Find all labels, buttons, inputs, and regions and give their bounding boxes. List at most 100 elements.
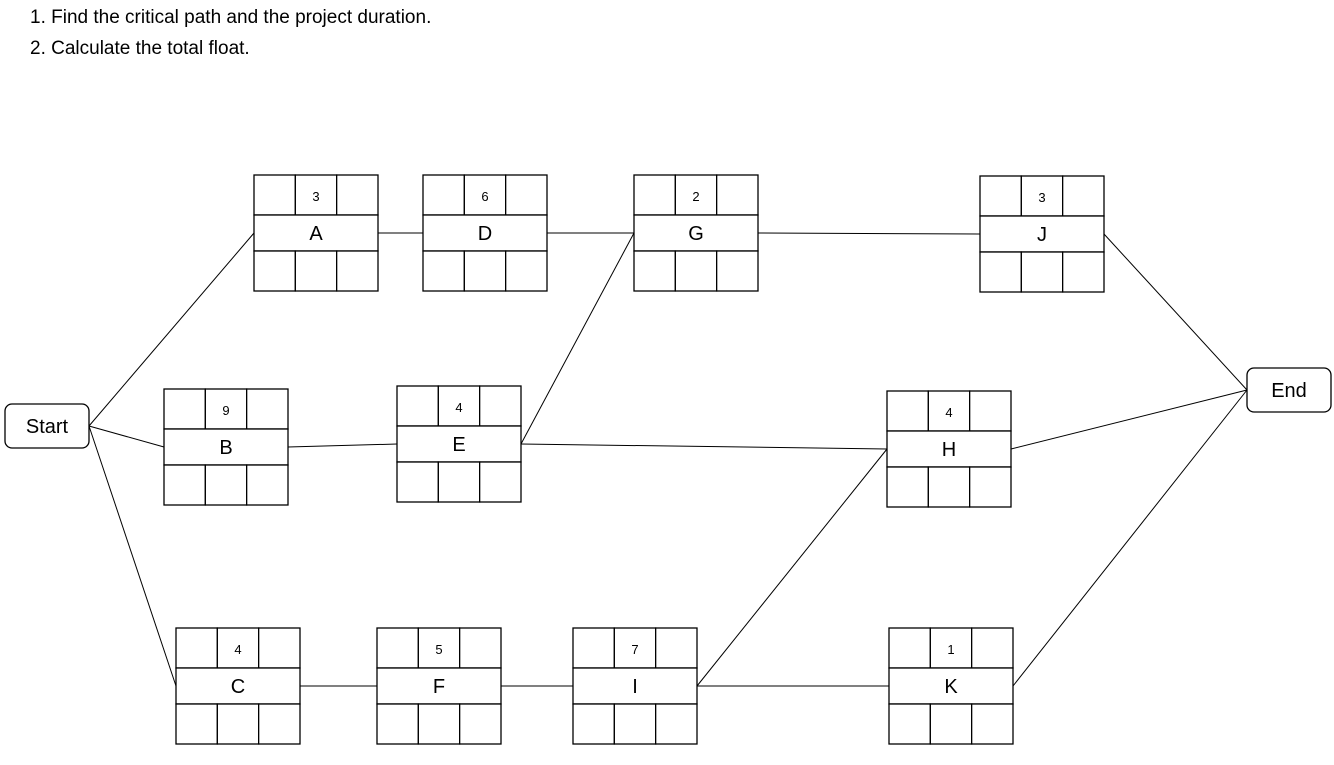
activity-node-e: 4E [396,385,522,503]
float-cell [216,703,260,745]
dependency-line-e-g [520,232,635,445]
early-start-cell [175,627,218,669]
activity-label: F [433,676,445,698]
dependency-line-k-end [1012,389,1248,687]
activity-name-cell [253,214,379,252]
activity-label: A [309,223,323,245]
early-finish-cell [459,627,502,669]
early-start-cell [376,627,419,669]
early-start-cell [888,627,931,669]
dependency-line-e-h [520,443,888,450]
activity-name-cell [886,430,1012,468]
activity-label: C [231,676,245,698]
activity-label: B [219,437,232,459]
float-cell [929,703,973,745]
duration-cell [674,174,718,216]
late-finish-cell [459,703,502,745]
dependency-line-start-b [88,425,165,448]
float-cell [613,703,657,745]
dependency-line-h-end [1010,389,1248,450]
early-finish-cell [479,385,522,427]
activity-duration: 3 [312,189,319,204]
activity-node-i: 7I [572,627,698,745]
duration-cell [204,388,248,430]
activity-label: K [944,676,958,698]
late-finish-cell [971,703,1014,745]
activity-label: E [452,434,465,456]
activity-name-cell [888,667,1014,705]
early-finish-cell [336,174,379,216]
start-node: Start [4,403,90,449]
early-start-cell [396,385,439,427]
activity-label: I [632,676,638,698]
dependency-arrows [88,232,1248,687]
activity-node-a: 3A [253,174,379,292]
activity-name-cell [633,214,759,252]
early-start-cell [163,388,206,430]
question-list: 1. Find the critical path and the projec… [30,2,431,64]
activity-duration: 7 [631,642,638,657]
late-finish-cell [505,250,548,292]
float-cell [1020,251,1064,293]
activity-node-d: 6D [422,174,548,292]
late-finish-cell [655,703,698,745]
early-finish-cell [505,174,548,216]
late-start-cell [253,250,296,292]
activity-duration: 4 [234,642,241,657]
activity-name-cell [572,667,698,705]
float-cell [204,464,248,506]
late-start-cell [422,250,465,292]
activity-node-k: 1K [888,627,1014,745]
late-start-cell [572,703,615,745]
duration-cell [1020,175,1064,217]
activity-label: J [1037,224,1047,246]
end-node-box [1246,367,1332,413]
late-start-cell [979,251,1022,293]
start-node-label: Start [26,416,69,438]
activity-node-j: 3J [979,175,1105,293]
end-node-label: End [1271,380,1307,402]
activity-node-h: 4H [886,390,1012,508]
late-start-cell [886,466,929,508]
early-finish-cell [716,174,759,216]
late-start-cell [396,461,439,503]
float-cell [463,250,507,292]
late-finish-cell [336,250,379,292]
activity-duration: 4 [455,400,462,415]
activity-name-cell [979,215,1105,253]
duration-cell [613,627,657,669]
late-start-cell [376,703,419,745]
float-cell [294,250,338,292]
late-finish-cell [716,250,759,292]
dependency-line-start-a [88,232,255,427]
duration-cell [417,627,461,669]
activity-node-b: 9B [163,388,289,506]
dependency-line-start-c [88,425,177,687]
float-cell [927,466,971,508]
early-start-cell [422,174,465,216]
late-finish-cell [258,703,301,745]
late-start-cell [633,250,676,292]
activity-name-cell [376,667,502,705]
early-finish-cell [258,627,301,669]
late-start-cell [163,464,206,506]
early-start-cell [253,174,296,216]
early-finish-cell [1062,175,1105,217]
early-finish-cell [246,388,289,430]
activity-duration: 1 [947,642,954,657]
question-critical-path: 1. Find the critical path and the projec… [30,7,432,28]
activity-name-cell [422,214,548,252]
question-total-float: 2. Calculate the total float. [30,38,250,59]
activity-duration: 4 [945,405,952,420]
activity-duration: 3 [1038,190,1045,205]
float-cell [674,250,718,292]
early-finish-cell [655,627,698,669]
float-cell [417,703,461,745]
early-start-cell [979,175,1022,217]
early-finish-cell [969,390,1012,432]
float-cell [437,461,481,503]
early-start-cell [572,627,615,669]
late-finish-cell [246,464,289,506]
